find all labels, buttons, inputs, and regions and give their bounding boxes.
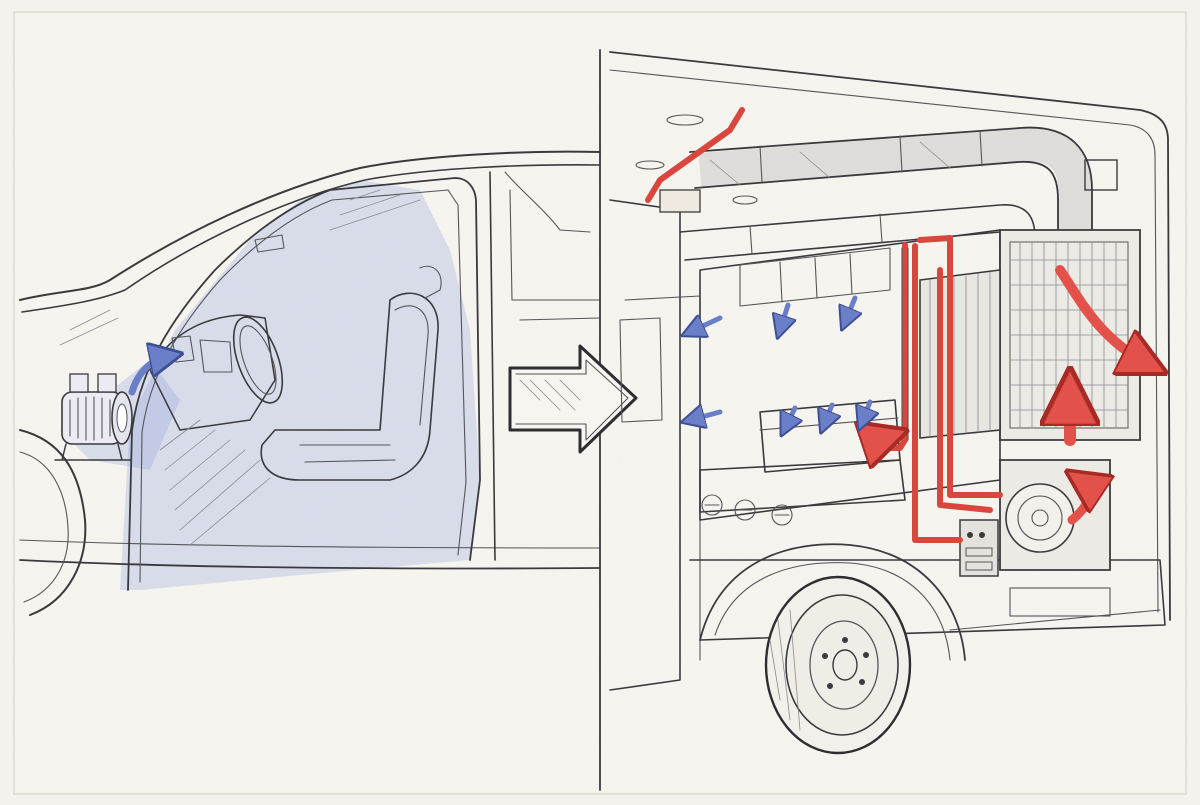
warm-air-arrow-icon [878, 436, 890, 440]
